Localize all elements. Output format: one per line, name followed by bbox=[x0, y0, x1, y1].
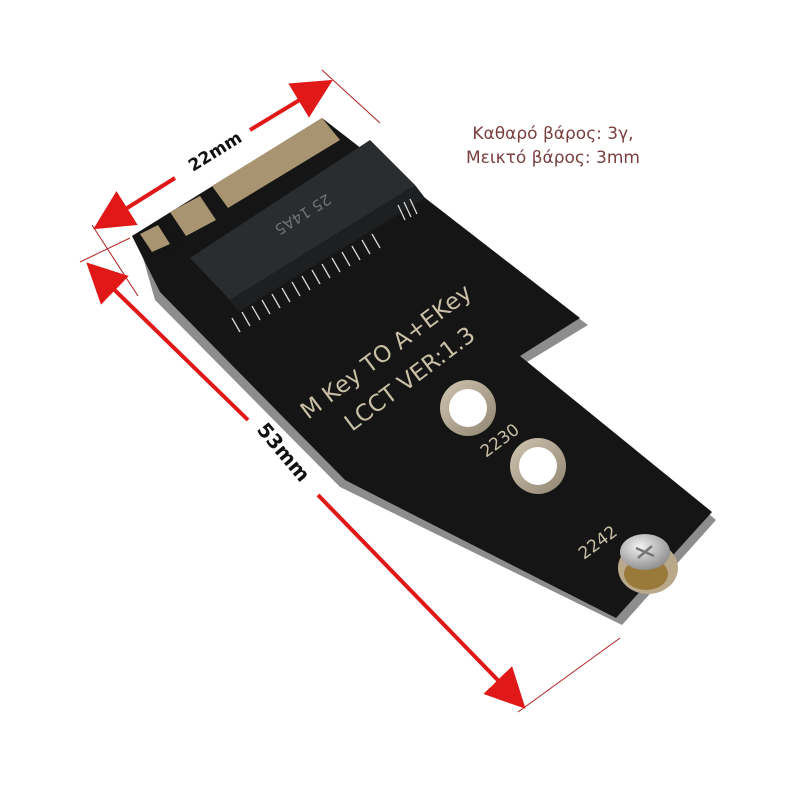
width-label: 22mm bbox=[185, 128, 246, 176]
m2-socket: 25 14A5 bbox=[190, 140, 425, 333]
screw bbox=[618, 534, 678, 594]
gold-fingers bbox=[132, 118, 340, 258]
mount-hole-2230 bbox=[440, 380, 496, 436]
mount-hole-2242 bbox=[510, 438, 566, 494]
weight-caption: Καθαρό βάρος: 3γ, Μεικτό βάρος: 3mm bbox=[438, 122, 668, 170]
net-weight-text: Καθαρό βάρος: 3γ, bbox=[472, 124, 634, 144]
gross-weight-text: Μεικτό βάρος: 3mm bbox=[466, 148, 640, 168]
